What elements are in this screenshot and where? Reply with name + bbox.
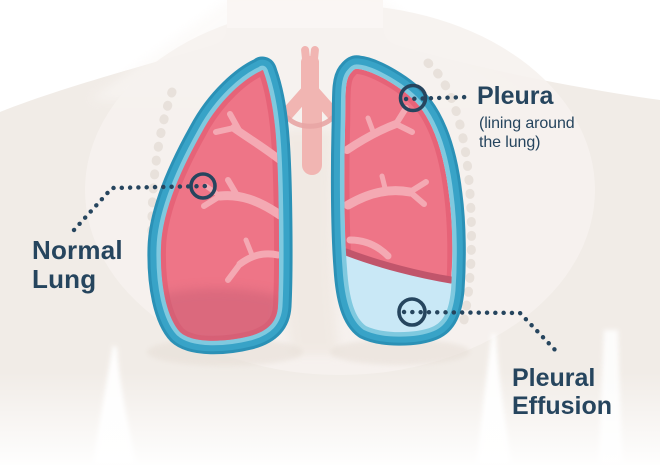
bronchi-arms bbox=[280, 81, 340, 121]
pleural-effusion-label-line2: Effusion bbox=[512, 392, 612, 420]
left-lung-base-shade bbox=[160, 288, 280, 341]
pleura-label-subtitle: (lining around the lung) bbox=[479, 114, 575, 152]
bronchi-shade bbox=[285, 115, 335, 129]
trachea bbox=[280, 45, 340, 175]
right-lung-rim bbox=[344, 68, 453, 281]
pleura-leader-line bbox=[403, 94, 471, 102]
pleura-label-title: Pleura bbox=[477, 82, 554, 110]
pleura-marker bbox=[398, 83, 428, 113]
effusion-rim bbox=[344, 248, 453, 284]
mediastinum-shadow bbox=[280, 130, 340, 355]
pleural-effusion-label-line1: Pleural bbox=[512, 364, 596, 392]
normal-lung-marker bbox=[189, 172, 217, 200]
body-cutouts bbox=[0, 330, 660, 465]
pleura-label: Pleura bbox=[477, 83, 553, 110]
pleural-effusion-marker bbox=[397, 297, 427, 327]
neck-shape bbox=[227, 0, 383, 28]
pleura-subtitle-line1: (lining around bbox=[479, 115, 575, 132]
annotations bbox=[71, 83, 560, 355]
bottom-fade bbox=[0, 372, 660, 465]
pleura-subtitle-line2: the lung) bbox=[479, 134, 541, 151]
pleural-effusion-label: Pleural Effusion bbox=[512, 364, 612, 420]
mediastinum-band bbox=[302, 95, 322, 175]
pleural-effusion-leader-line bbox=[401, 309, 560, 355]
right-lung-shadow bbox=[330, 339, 470, 365]
normal-lung-label-line2: Lung bbox=[32, 264, 97, 294]
left-bronchial-tree bbox=[201, 111, 280, 283]
right-lung bbox=[330, 55, 466, 346]
normal-lung-leader-line bbox=[71, 183, 211, 233]
normal-lung-label: Normal Lung bbox=[32, 236, 123, 294]
left-lung bbox=[147, 56, 293, 355]
rib-scallops-right bbox=[423, 58, 476, 325]
normal-lung-label-line1: Normal bbox=[32, 235, 123, 265]
right-bronchial-tree bbox=[344, 105, 429, 260]
